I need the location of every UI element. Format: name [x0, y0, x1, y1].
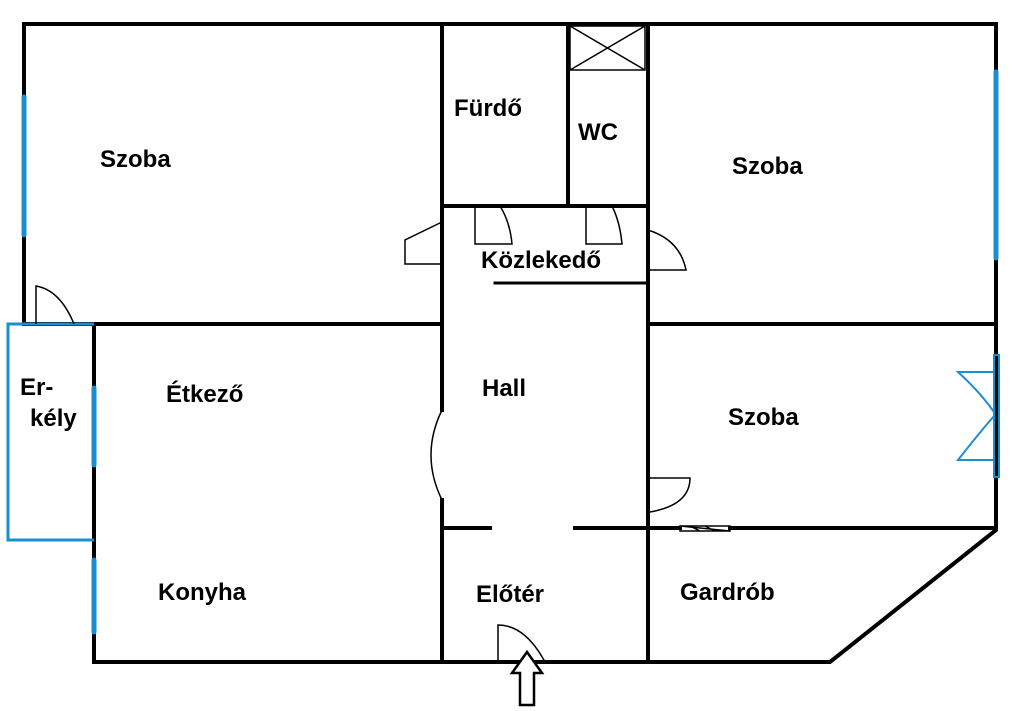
room-label-szoba-ne: Szoba: [732, 153, 803, 180]
room-label-hall: Hall: [482, 375, 526, 402]
windows: [21, 69, 1000, 635]
room-label-etkezo: Étkező: [166, 380, 243, 408]
room-label-kozlekedo: Közlekedő: [481, 247, 601, 274]
room-label-gardrob: Gardrób: [680, 579, 775, 606]
ventilation-shaft: [569, 25, 646, 71]
sliding-door: [679, 525, 731, 532]
room-label-konyha: Konyha: [158, 579, 247, 606]
balcony: [6, 322, 94, 542]
doors: [35, 205, 691, 663]
entrance-arrow-icon: [509, 649, 545, 707]
room-label-erkely-1: Er-: [20, 374, 53, 401]
room-label-szoba-e: Szoba: [728, 404, 799, 431]
room-labels: Szoba Fürdő WC Szoba Közlekedő Er- kély …: [20, 95, 803, 608]
room-label-eloter: Előtér: [476, 581, 544, 608]
room-label-erkely-2: kély: [30, 405, 77, 432]
room-label-wc: WC: [578, 119, 618, 146]
room-label-furdo: Fürdő: [454, 95, 522, 122]
room-label-szoba-nw: Szoba: [100, 146, 171, 173]
